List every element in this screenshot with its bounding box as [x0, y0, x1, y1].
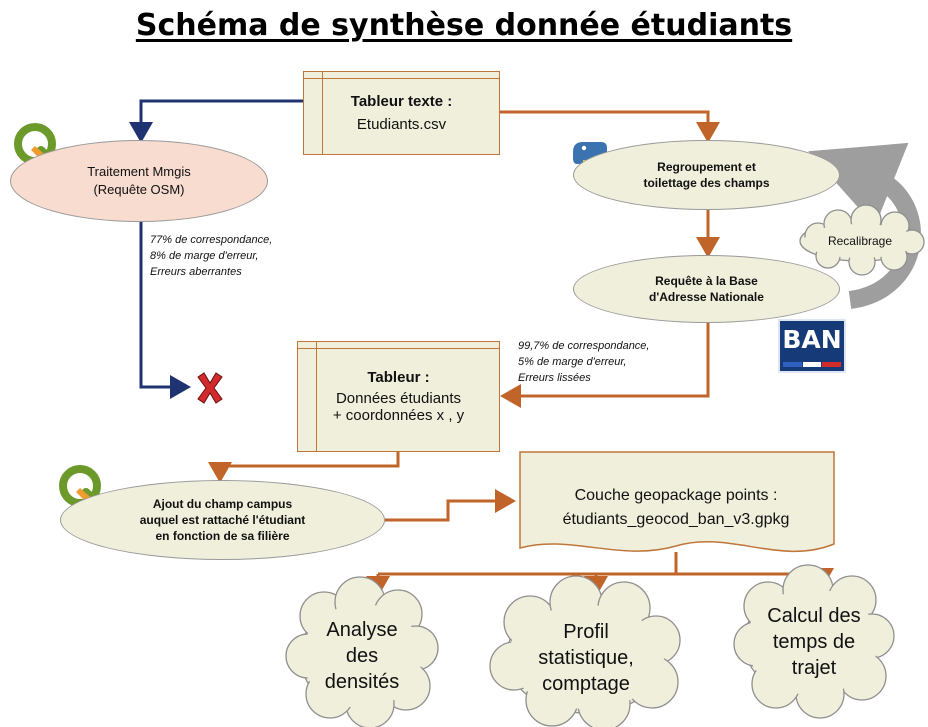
- campus-line2: auquel est rattaché l'étudiant: [139, 512, 306, 527]
- ban-logo-word: BAN: [782, 325, 842, 354]
- mmgis-line1: Traitement Mmgis: [87, 164, 191, 180]
- ban-request-line1: Requête à la Base: [655, 273, 758, 288]
- campus-line3: en fonction de sa filière: [155, 529, 290, 544]
- final-table-line1: Données étudiants: [335, 390, 462, 407]
- csv-table-box: Tableur texte : Etudiants.csv: [303, 71, 500, 155]
- regroupement-node: Regroupement et toilettage des champs: [573, 140, 840, 210]
- regroupement-line2: toilettage des champs: [643, 176, 770, 190]
- final-table-box: Tableur : Données étudiants + coordonnée…: [297, 341, 500, 452]
- analyse-line1: Analyse: [326, 619, 398, 641]
- mmgis-line2: (Requête OSM): [93, 182, 185, 197]
- calcul-line1: Calcul des: [767, 605, 861, 627]
- arrow-mmgis-to-reject: [139, 222, 191, 399]
- cloud-calcul: [733, 564, 895, 719]
- analyse-line2: des: [345, 645, 379, 667]
- arrow-tableur-to-campus: [208, 452, 400, 483]
- osm-note-line3: Erreurs aberrantes: [150, 265, 242, 278]
- profil-line1: Profil: [563, 621, 609, 643]
- recalibrage-label: Recalibrage: [827, 234, 893, 248]
- arrow-csv-to-regroupement: [500, 110, 720, 143]
- campus-field-node: Ajout du champ campus auquel est rattach…: [60, 480, 385, 560]
- mmgis-process-node: Traitement Mmgis (Requête OSM): [10, 140, 268, 222]
- ban-note-line3: Erreurs lissées: [518, 371, 591, 384]
- analyse-densites-text: Analyse des densités: [300, 604, 424, 708]
- ban-request-line2: d'Adresse Nationale: [649, 290, 764, 304]
- osm-accuracy-note: 77% de correspondance, 8% de marge d'err…: [150, 233, 272, 281]
- arrow-campus-to-gpkg: [385, 489, 516, 522]
- gpkg-line1: Couche geopackage points :: [574, 487, 778, 504]
- ban-request-node: Requête à la Base d'Adresse Nationale: [573, 255, 840, 323]
- geopackage-layer-text: Couche geopackage points : étudiants_geo…: [520, 468, 832, 548]
- final-table-title: Tableur :: [367, 369, 430, 386]
- calcul-line3: trajet: [791, 657, 837, 679]
- regroupement-line1: Regroupement et: [657, 159, 756, 174]
- campus-line1: Ajout du champ campus: [152, 496, 293, 511]
- gpkg-line2: étudiants_geocod_ban_v3.gpkg: [562, 511, 790, 528]
- osm-note-line1: 77% de correspondance,: [150, 234, 273, 246]
- csv-table-title: Tableur texte :: [350, 93, 453, 110]
- ban-accuracy-note: 99,7% de correspondance, 5% de marge d'e…: [518, 339, 649, 387]
- profil-statistique-text: Profil statistique, comptage: [508, 606, 664, 710]
- cloud-profil: [489, 575, 681, 727]
- ban-note-line1: 99,7% de correspondance,: [518, 340, 650, 352]
- osm-note-line2: 8% de marge d'erreur,: [150, 249, 259, 262]
- recalibrage-cloud: [799, 204, 925, 276]
- gpkg-document-shape: [519, 451, 835, 552]
- profil-line2: statistique,: [538, 647, 634, 669]
- arrow-csv-to-mmgis: [129, 99, 303, 143]
- ban-note-line2: 5% de marge d'erreur,: [518, 355, 627, 368]
- calcul-line2: temps de: [772, 631, 856, 653]
- red-x-icon: [197, 372, 223, 404]
- analyse-line3: densités: [324, 671, 400, 693]
- arrow-gpkg-branch: [378, 552, 822, 576]
- profil-line3: comptage: [542, 673, 630, 695]
- ban-logo-flag: [783, 362, 842, 367]
- arrow-ban-to-tableur: [500, 323, 710, 408]
- csv-table-filename: Etudiants.csv: [356, 116, 447, 133]
- calcul-temps-text: Calcul des temps de trajet: [748, 590, 880, 694]
- cloud-analyse: [285, 576, 439, 727]
- ban-logo: BAN: [778, 319, 846, 373]
- diagram-title: Schéma de synthèse donnée étudiants: [135, 8, 793, 43]
- final-table-line2: + coordonnées x , y: [332, 407, 465, 424]
